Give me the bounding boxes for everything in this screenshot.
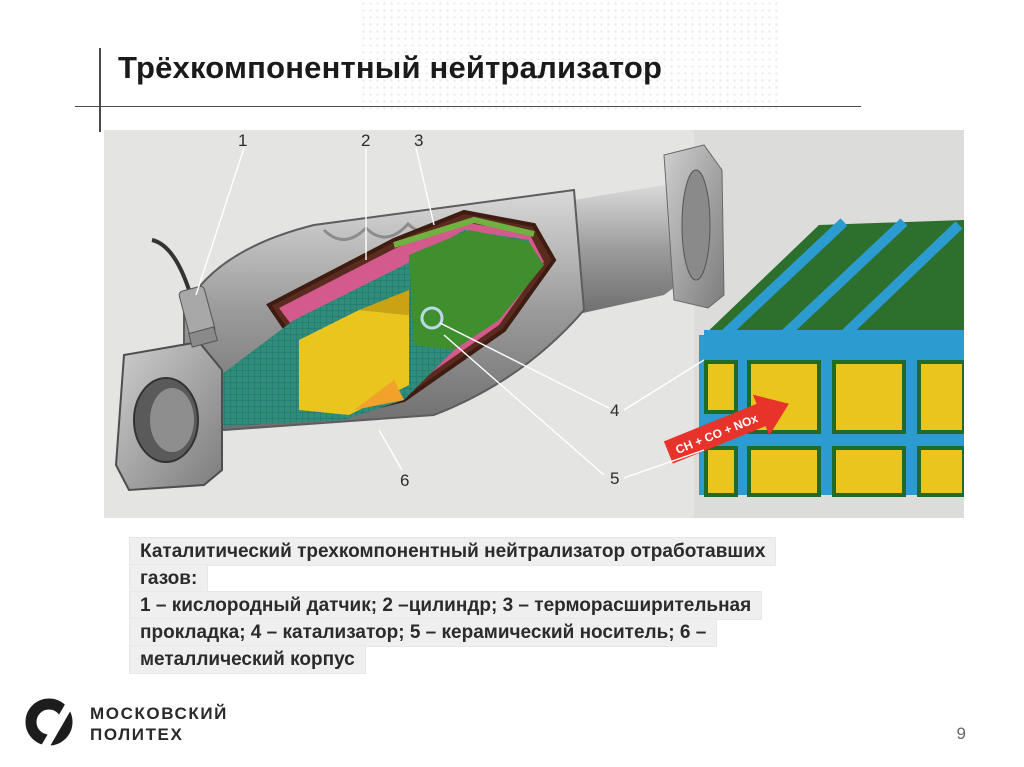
- sensor-wire: [151, 238, 191, 291]
- detail-circle: [420, 306, 444, 330]
- caption-line: прокладка; 4 – катализатор; 5 – керамиче…: [130, 619, 717, 646]
- figure-caption: Каталитический трехкомпонентный нейтрали…: [130, 538, 890, 673]
- converter-illustration: CH + CO + NOx 1 2 3 4 5 6: [104, 130, 964, 518]
- university-logo: МОСКОВСКИЙ ПОЛИТЕХ: [24, 697, 234, 753]
- label-4: 4: [610, 401, 619, 420]
- catalytic-converter-figure: CH + CO + NOx 1 2 3 4 5 6: [104, 130, 964, 518]
- label-3: 3: [414, 131, 423, 150]
- label-1: 1: [238, 131, 247, 150]
- outlet-pipe: [574, 185, 684, 315]
- caption-line: Каталитический трехкомпонентный нейтрали…: [130, 538, 776, 565]
- label-5: 5: [610, 469, 619, 488]
- caption-line: газов:: [130, 565, 208, 592]
- logo-ring-icon: [25, 698, 73, 747]
- logo-line-1: МОСКОВСКИЙ: [90, 704, 228, 723]
- title-vertical-rule: [99, 48, 101, 132]
- label-6: 6: [400, 471, 409, 490]
- title-horizontal-rule: [75, 106, 861, 107]
- logo-line-2: ПОЛИТЕХ: [90, 725, 184, 744]
- logo-text: МОСКОВСКИЙ ПОЛИТЕХ: [90, 703, 228, 745]
- slide-title: Трёхкомпонентный нейтрализатор: [118, 50, 663, 85]
- catalyst-core: [299, 310, 409, 415]
- label-2: 2: [361, 131, 370, 150]
- caption-line: 1 – кислородный датчик; 2 –цилиндр; 3 – …: [130, 592, 762, 619]
- page-number: 9: [956, 724, 966, 743]
- background-dot-pattern: [360, 0, 780, 110]
- caption-line: металлический корпус: [130, 646, 365, 673]
- leader-lines: [195, 147, 705, 479]
